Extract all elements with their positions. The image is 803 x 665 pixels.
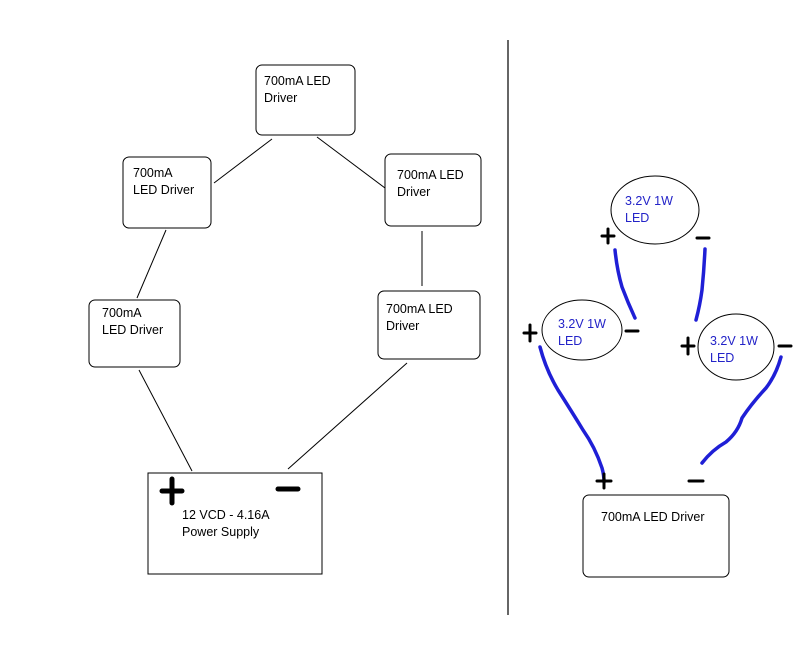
right-blue-wires bbox=[538, 247, 783, 484]
led-left-label-line1: 3.2V 1W bbox=[558, 317, 606, 331]
led-right-plus-symbol bbox=[680, 336, 696, 356]
driver-box-lower-right-outline bbox=[377, 290, 481, 360]
driver-box-upper-left-outline bbox=[122, 156, 212, 229]
power-supply-label-line2: Power Supply bbox=[182, 525, 260, 539]
right-driver-label: 700mA LED Driver bbox=[601, 510, 705, 524]
driver-box-top-outline bbox=[255, 64, 356, 136]
wire-top-to-upper-left bbox=[213, 138, 273, 184]
driver-lower-right-label-line1: 700mA LED bbox=[386, 302, 453, 316]
driver-box-upper-left: 700mA LED Driver bbox=[122, 156, 212, 229]
wire-top-to-upper-right bbox=[316, 136, 386, 189]
led-top-label-line2: LED bbox=[625, 211, 649, 225]
power-supply-plus-symbol bbox=[159, 476, 185, 506]
left-diagram: 700mA LED Driver 700mA LED Driver 700mA … bbox=[88, 64, 482, 575]
wire-right-led-minus-to-driver-minus bbox=[700, 355, 783, 465]
driver-upper-right-label-line2: Driver bbox=[397, 185, 430, 199]
wire-lower-right-to-supply bbox=[287, 362, 408, 470]
wire-lower-left-to-supply bbox=[138, 369, 193, 472]
right-driver-plus-symbol bbox=[595, 472, 613, 490]
led-top-label-line1: 3.2V 1W bbox=[625, 194, 673, 208]
driver-box-lower-left-outline bbox=[88, 299, 181, 368]
wire-upper-left-to-lower-left bbox=[136, 229, 167, 299]
driver-upper-right-label-line1: 700mA LED bbox=[397, 168, 464, 182]
led-left-label-line2: LED bbox=[558, 334, 582, 348]
driver-box-lower-left: 700mA LED Driver bbox=[88, 299, 181, 368]
driver-upper-left-label-line1: 700mA bbox=[133, 166, 173, 180]
driver-box-lower-right: 700mA LED Driver bbox=[377, 290, 481, 360]
driver-top-label-line1: 700mA LED bbox=[264, 74, 331, 88]
wire-top-led-minus-to-right-led-plus bbox=[694, 247, 707, 322]
left-wires bbox=[136, 136, 423, 472]
led-top-outline bbox=[610, 175, 700, 245]
led-right-outline bbox=[697, 313, 775, 381]
led-right: 3.2V 1W LED bbox=[680, 313, 793, 381]
led-right-label-line1: 3.2V 1W bbox=[710, 334, 758, 348]
driver-lower-left-label-line2: LED Driver bbox=[102, 323, 163, 337]
driver-box-upper-right-outline bbox=[384, 153, 482, 227]
led-top: 3.2V 1W LED bbox=[600, 175, 711, 245]
led-top-plus-symbol bbox=[600, 227, 616, 245]
power-supply-label-line1: 12 VCD - 4.16A bbox=[182, 508, 270, 522]
driver-lower-left-label-line1: 700mA bbox=[102, 306, 142, 320]
driver-upper-left-label-line2: LED Driver bbox=[133, 183, 194, 197]
led-left: 3.2V 1W LED bbox=[522, 299, 640, 361]
led-left-plus-symbol bbox=[522, 323, 538, 343]
driver-top-label-line2: Driver bbox=[264, 91, 297, 105]
driver-box-upper-right: 700mA LED Driver bbox=[384, 153, 482, 227]
driver-box-top: 700mA LED Driver bbox=[255, 64, 356, 136]
driver-lower-right-label-line2: Driver bbox=[386, 319, 419, 333]
wire-left-led-plus-to-driver-plus bbox=[538, 345, 606, 484]
led-right-label-line2: LED bbox=[710, 351, 734, 365]
led-left-outline bbox=[541, 299, 623, 361]
power-supply-outline bbox=[147, 472, 323, 575]
right-diagram: 3.2V 1W LED 3.2V 1W LED 3.2V 1W LED bbox=[522, 175, 793, 578]
right-driver-box: 700mA LED Driver bbox=[582, 472, 730, 578]
wire-top-led-plus-to-left-led-minus bbox=[613, 248, 637, 320]
power-supply-box: 12 VCD - 4.16A Power Supply bbox=[147, 472, 323, 575]
right-driver-outline bbox=[582, 494, 730, 578]
